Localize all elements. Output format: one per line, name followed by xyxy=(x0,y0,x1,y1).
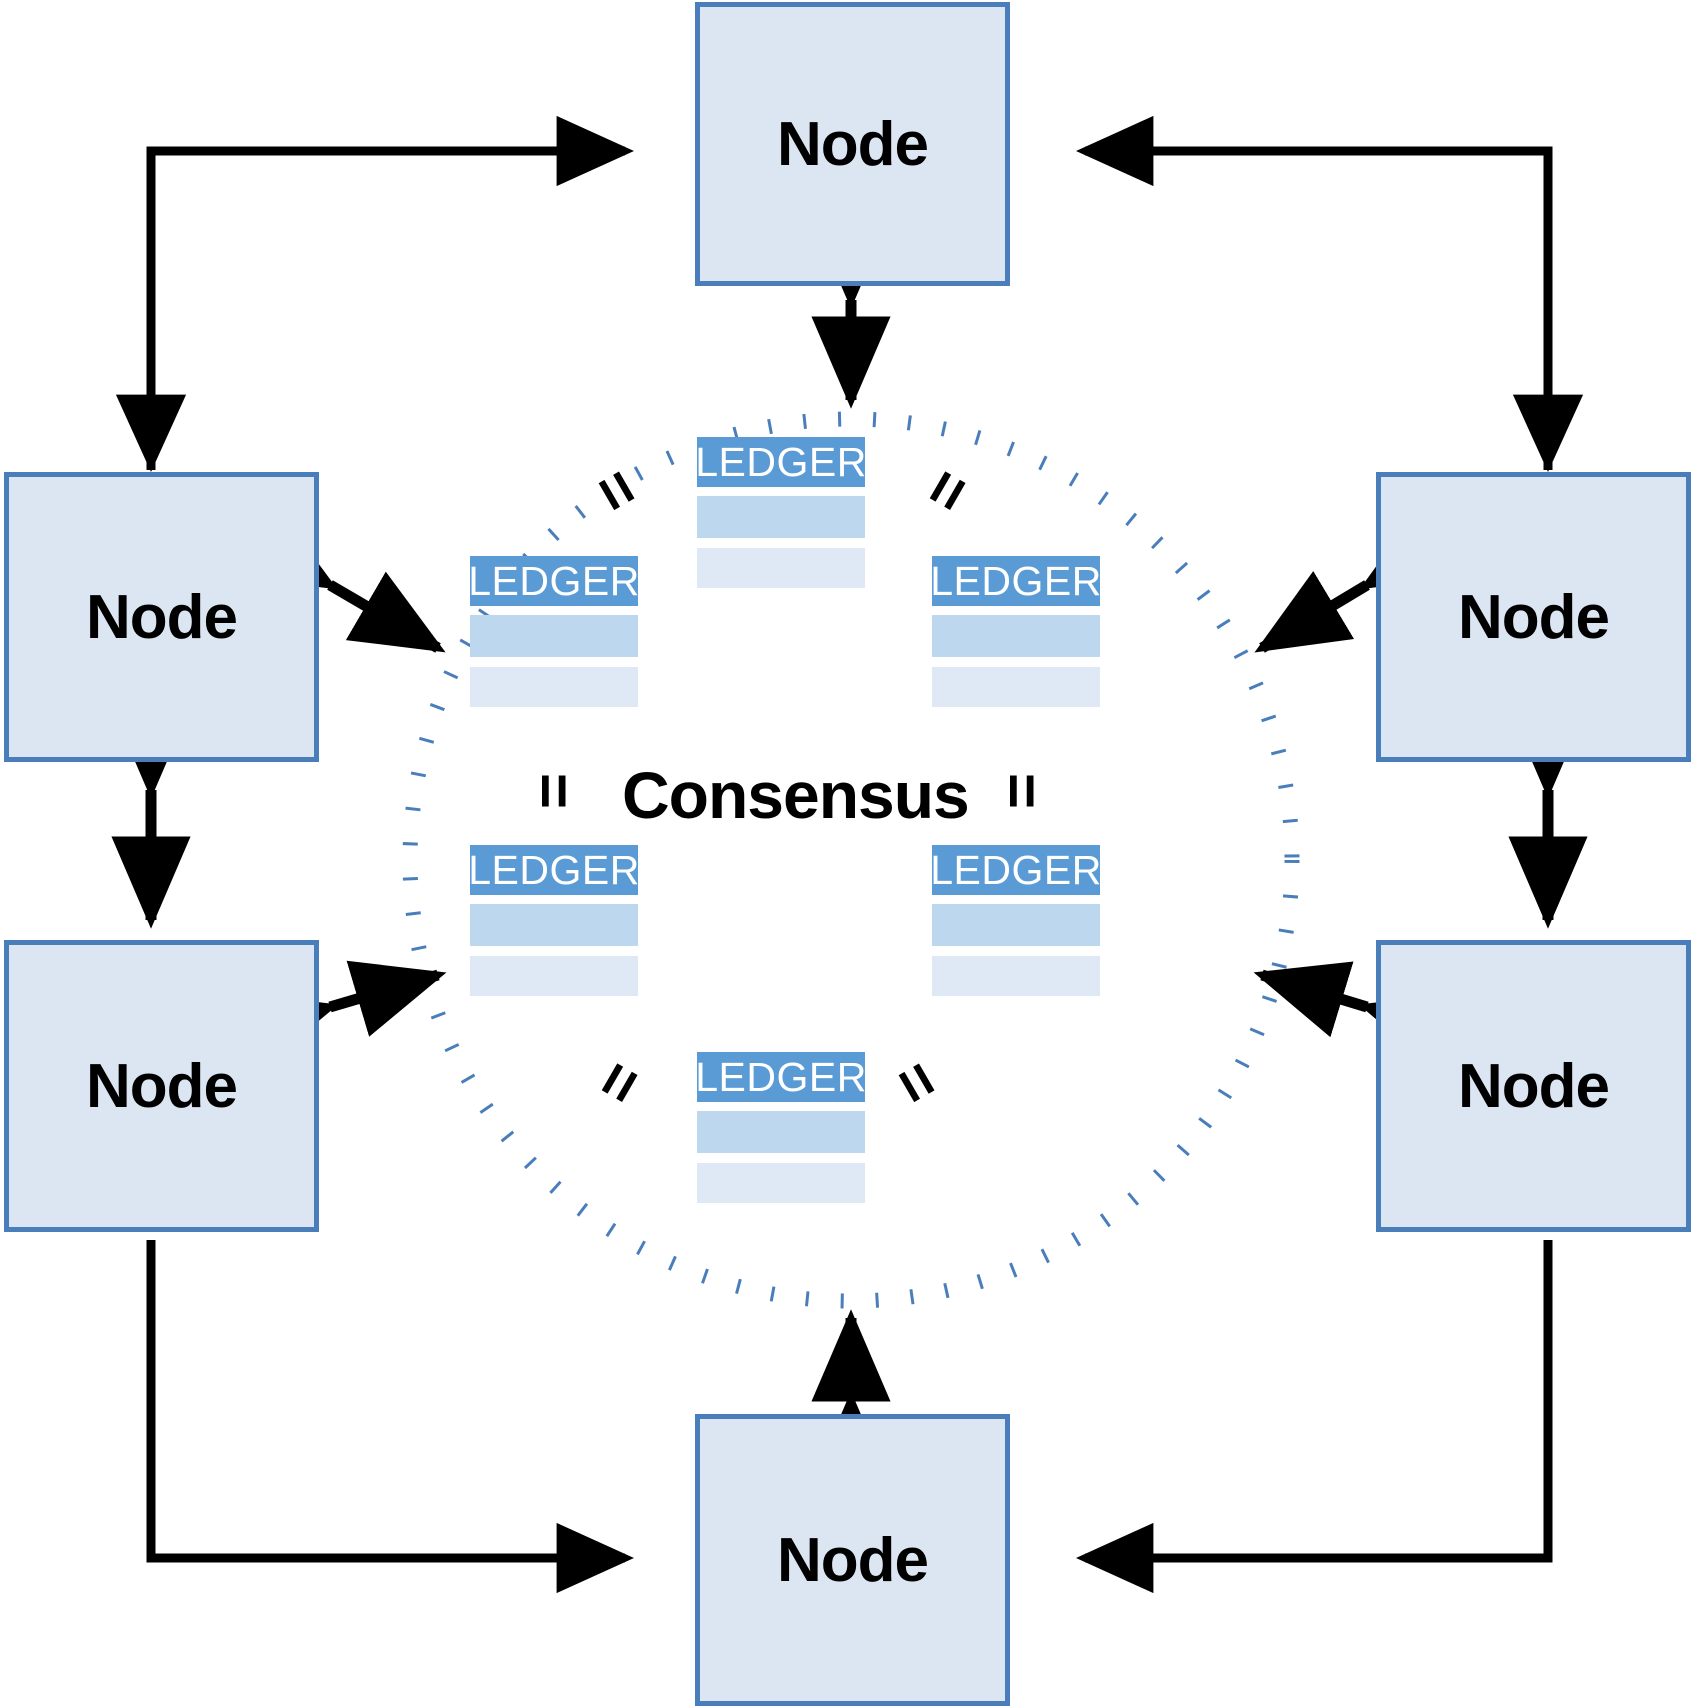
node-left-upper[interactable]: Node xyxy=(4,472,319,762)
ledger-right-lower-row-2 xyxy=(932,956,1100,996)
ledger-bottom-row-1 xyxy=(697,1111,865,1153)
ledger-right-lower-header: LEDGER xyxy=(930,845,1101,895)
ledger-left-lower-header: LEDGER xyxy=(468,845,639,895)
arrow-leftlower-to-bottom xyxy=(146,1240,635,1594)
spoke-rightlower-node-to-circle xyxy=(1253,961,1459,1070)
equals-mid-right-icon: = xyxy=(987,772,1057,810)
node-left-lower[interactable]: Node xyxy=(4,940,319,1232)
ledger-top-row-1 xyxy=(697,496,865,538)
equals-top-left-icon: = xyxy=(577,457,656,524)
node-bottom[interactable]: Node xyxy=(695,1414,1010,1706)
ledger-left-upper-header: LEDGER xyxy=(468,556,639,606)
arrow-rightlower-to-bottom xyxy=(1075,1240,1553,1594)
equals-top-right-icon: = xyxy=(908,457,987,524)
equals-mid-left-icon: = xyxy=(519,772,589,810)
ledger-right-upper-row-1 xyxy=(932,615,1100,657)
ledger-left-lower-row-1 xyxy=(470,904,638,946)
ledger-top-row-2 xyxy=(697,548,865,588)
node-left-lower-label: Node xyxy=(86,1051,238,1121)
ledger-right-upper-row-2 xyxy=(932,667,1100,707)
arrow-rightupper-to-top xyxy=(1075,115,1553,470)
ledger-right-lower: LEDGER xyxy=(930,845,1101,996)
node-right-lower[interactable]: Node xyxy=(1376,940,1691,1232)
ledger-right-upper-header: LEDGER xyxy=(930,556,1101,606)
spoke-leftlower-node-to-circle xyxy=(238,960,447,1069)
node-right-upper-label: Node xyxy=(1458,582,1610,652)
consensus-label: Consensus xyxy=(622,758,970,832)
node-right-upper[interactable]: Node xyxy=(1376,472,1691,762)
ledger-left-upper: LEDGER xyxy=(468,556,639,707)
equals-bottom-left-icon: = xyxy=(580,1049,659,1116)
ledger-top-header: LEDGER xyxy=(695,437,866,487)
spoke-leftupper-node-to-circle xyxy=(237,508,446,653)
node-top-label: Node xyxy=(777,109,929,179)
node-left-upper-label: Node xyxy=(86,582,238,652)
ledger-right-upper: LEDGER xyxy=(930,556,1101,707)
ledger-left-lower-row-2 xyxy=(470,956,638,996)
ledger-right-lower-row-1 xyxy=(932,904,1100,946)
ledger-left-upper-row-2 xyxy=(470,667,638,707)
arrow-leftupper-to-top xyxy=(146,115,635,470)
node-right-lower-label: Node xyxy=(1458,1051,1610,1121)
ledger-bottom-row-2 xyxy=(697,1163,865,1203)
ledger-bottom: LEDGER xyxy=(695,1052,866,1203)
ledger-left-upper-row-1 xyxy=(470,615,638,657)
node-top[interactable]: Node xyxy=(695,2,1010,286)
ledger-left-lower: LEDGER xyxy=(468,845,639,996)
equals-bottom-right-icon: = xyxy=(877,1049,956,1116)
ledger-top: LEDGER xyxy=(695,437,866,588)
ledger-bottom-header: LEDGER xyxy=(695,1052,866,1102)
node-bottom-label: Node xyxy=(777,1525,929,1595)
spoke-rightupper-node-to-circle xyxy=(1254,508,1460,653)
